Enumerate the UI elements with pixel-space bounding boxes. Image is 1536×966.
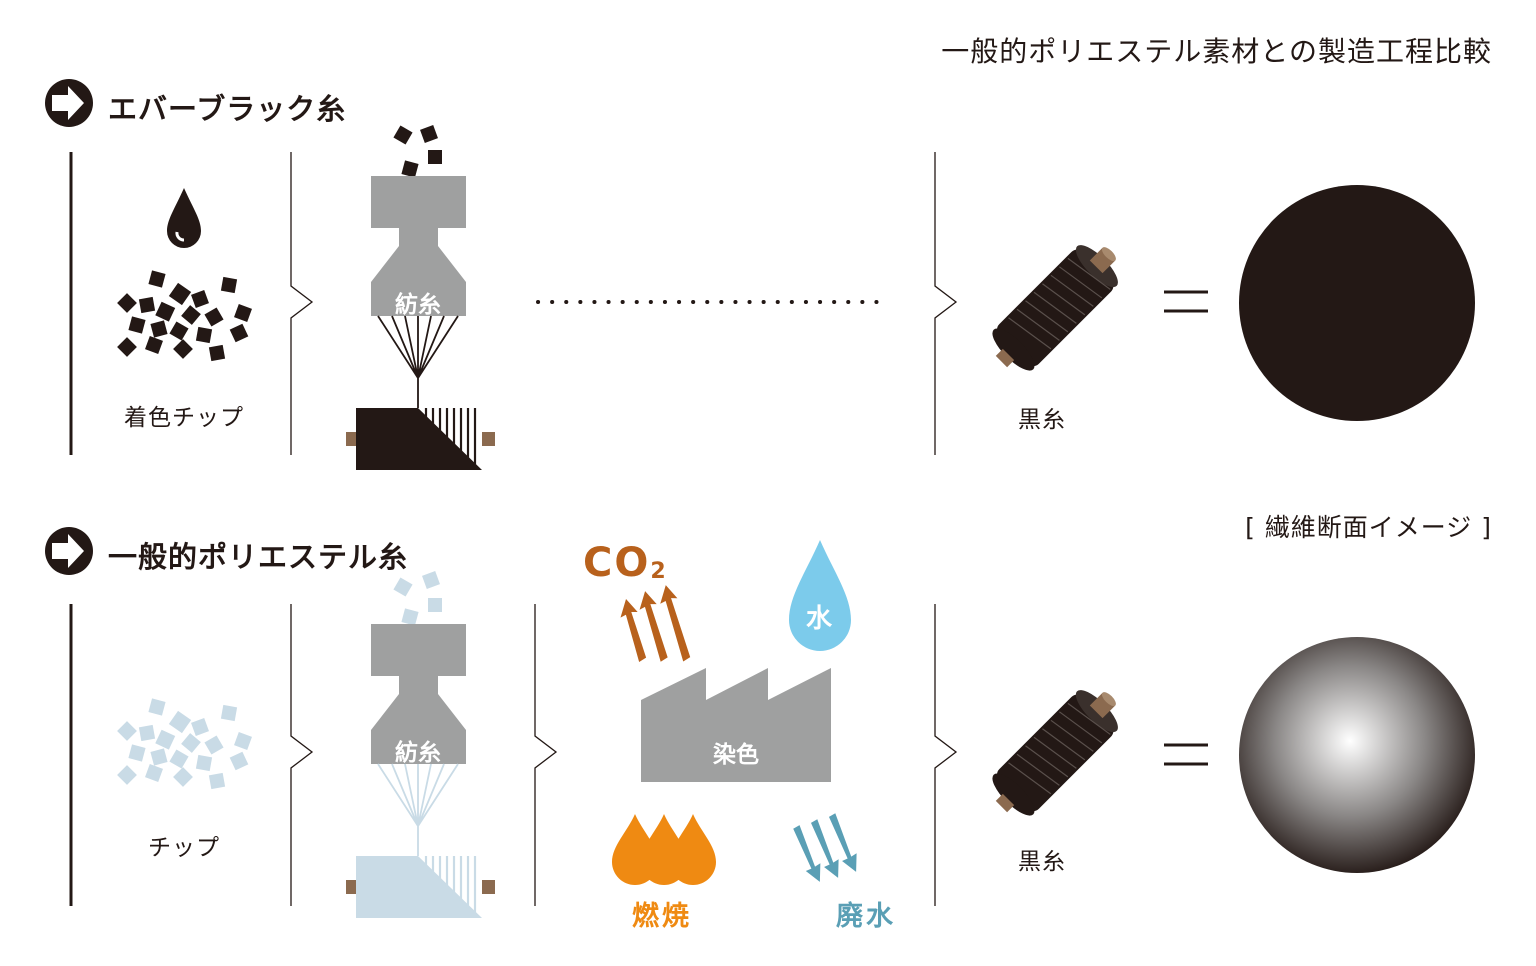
- spinning-machine-icon: [346, 125, 495, 470]
- chip-label: チップ: [148, 835, 220, 861]
- result-label: 黒糸: [1018, 407, 1066, 433]
- cross-section-gradient: [1239, 637, 1475, 873]
- dyeing-label: 染色: [713, 742, 759, 768]
- cross-section-note: [ 繊維断面イメージ ]: [1245, 513, 1492, 542]
- chips-icon: [117, 698, 252, 790]
- arrow-circle-icon-arrow: [52, 86, 84, 120]
- waste-water-label: 廃水: [836, 901, 896, 932]
- co2-label: CO2: [583, 540, 668, 586]
- row1-separator-1: [290, 152, 314, 455]
- equals-sign: [1164, 290, 1208, 313]
- row-title-general: 一般的ポリエステル糸: [108, 540, 409, 574]
- waste-water-arrow-icon: [793, 813, 857, 882]
- factory-icon: [641, 668, 831, 782]
- flame-icon: [612, 814, 716, 885]
- row1-separator-3: [934, 152, 958, 455]
- spinning-label: 紡糸: [395, 292, 441, 318]
- thread-spool-icon: [981, 675, 1133, 827]
- thread-spool-icon: [981, 230, 1133, 382]
- spinning-machine-icon: [346, 571, 495, 918]
- result-label: 黒糸: [1018, 849, 1066, 875]
- colored-chips-icon: [117, 270, 252, 362]
- water-drop-icon: [789, 540, 851, 651]
- ink-drop-icon: [167, 188, 201, 248]
- row2-separator-3: [934, 604, 958, 906]
- chip-label: 着色チップ: [124, 405, 244, 431]
- cross-section-solid-black: [1239, 185, 1475, 421]
- burning-label: 燃焼: [632, 901, 692, 932]
- row-title-everblack: エバーブラック糸: [108, 92, 347, 126]
- equals-sign: [1164, 743, 1208, 766]
- spinning-label: 紡糸: [395, 740, 441, 766]
- row2-separator-2: [534, 604, 558, 906]
- co2-arrow-icon: [620, 585, 691, 662]
- row-everblack-header: [45, 79, 93, 127]
- water-label: 水: [806, 604, 833, 634]
- row2-separator-1: [290, 604, 314, 906]
- row-general-header: [45, 527, 93, 575]
- page-title: 一般的ポリエステル素材との製造工程比較: [941, 35, 1492, 68]
